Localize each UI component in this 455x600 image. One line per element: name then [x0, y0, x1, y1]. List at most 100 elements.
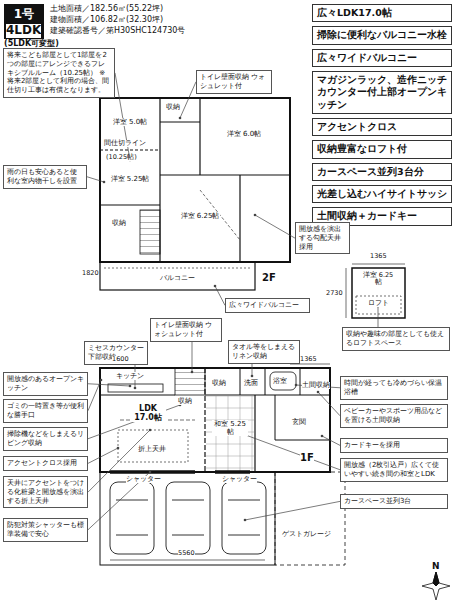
plan-label: 収納	[212, 380, 226, 387]
car-rear-window	[116, 535, 148, 536]
plan-label: 土間収納	[302, 382, 330, 389]
leader-line	[255, 215, 295, 238]
node-text: 開放感（2枚引込戸）広くて使いやすい続き間の和室とLDK	[344, 461, 444, 479]
plan-label: LDK 17.0帖	[130, 404, 166, 422]
car-windshield	[172, 500, 204, 501]
leader-line	[88, 405, 180, 439]
plan-label: バルコニー	[160, 274, 195, 282]
leader-line	[215, 286, 225, 305]
leader-line	[88, 448, 118, 463]
plan-label: 1365	[370, 253, 387, 260]
leader-line	[318, 392, 340, 416]
plan-label: 洋室 5.25帖	[110, 175, 150, 183]
header-text: 土地面積／182.56㎡(55.22坪)	[50, 4, 163, 13]
leader-dot	[214, 285, 217, 288]
plan-label: 和室 5.25帖	[212, 420, 248, 436]
callout-box: 防犯対策シャッターも標準装備で安心	[3, 518, 88, 542]
node-text: 掃除に便利なバルコニー水栓	[317, 29, 447, 41]
leader-line	[88, 384, 130, 386]
node-text: カースペース並列3台	[344, 497, 444, 506]
car-outlines	[110, 482, 266, 554]
callout-box: カースペース並列3台	[340, 494, 448, 509]
feature-box: 広々ワイドバルコニー	[312, 49, 452, 67]
node-text: 収納や趣味の部屋としても使えるロフトスペース	[346, 330, 446, 348]
leader-dot	[191, 371, 194, 374]
plan-label: 洋室 6.25帖	[360, 272, 396, 287]
callout-box: 将来こども部屋として1部屋を2つの部屋にアレンジできるフレキシブルルーム（10.…	[3, 48, 115, 98]
node-text: アクセントクロス	[317, 121, 447, 133]
leader-dot	[117, 447, 120, 450]
plan-label: キッチン	[116, 372, 144, 380]
callout-box: トイレ壁面収納 ウォシュレット付	[150, 318, 222, 342]
leader-line	[245, 501, 340, 520]
north-mark	[422, 572, 450, 600]
callout-box: トイレ壁面収納 ウォシュレット付	[196, 70, 272, 94]
plan-label: ゲストガレージ	[282, 530, 331, 538]
node-text: 光差し込むハイサイトサッシ	[317, 188, 447, 200]
plan-label: 洋室 5.0帖	[112, 118, 148, 126]
leader-dot	[129, 385, 132, 388]
node-text: 開放感を演出する勾配天井採用	[299, 225, 346, 251]
node-text: アクセントクロス採用	[7, 459, 84, 468]
node-text: 収納豊富なロフト付	[317, 143, 447, 155]
leader-dot	[179, 117, 182, 120]
feature-box: 広々LDK17.0帖	[312, 4, 452, 22]
plan-label: 洗面	[244, 380, 258, 387]
callout-box: 時間が経っても冷めづらい保温浴槽	[340, 376, 448, 400]
leader-line	[378, 306, 379, 327]
node-text: 時間が経っても冷めづらい保温浴槽	[344, 379, 444, 397]
node-text: 防犯対策シャッターも標準装備で安心	[7, 521, 84, 539]
car-windshield	[228, 500, 260, 501]
leader-dot	[321, 435, 324, 438]
callout-box: 掃除機などをしまえるリビング収納	[3, 427, 88, 451]
plan-label: 洋室 6.25帖	[180, 212, 220, 220]
node-text: カースペース並列3台分	[317, 166, 447, 178]
leader-line	[232, 430, 340, 470]
feature-box: 収納豊富なロフト付	[312, 140, 452, 158]
callout-box: タオル等をしまえるリネン収納	[228, 340, 300, 364]
plan-label: 2730	[326, 290, 343, 297]
plan-label: 間仕切ライン	[104, 140, 146, 147]
callout-box: 収納や趣味の部屋としても使えるロフトスペース	[342, 327, 450, 351]
header-text: 建物面積／106.82㎡(32.30坪)	[50, 15, 163, 24]
plan-label: 収納	[178, 398, 192, 405]
callout-box: 開放感を演出する勾配天井採用	[295, 222, 350, 254]
leader-dot	[317, 391, 320, 394]
plan-label: 収納	[112, 220, 126, 227]
node-text: トイレ壁面収納 ウォシュレット付	[154, 321, 218, 339]
car-rear-window	[228, 535, 260, 536]
leader-line	[180, 82, 196, 118]
callout-box: 広々ワイドバルコニー	[225, 298, 310, 313]
header-text: (5LDK可変型)	[4, 39, 59, 48]
node-text: ベビーカーやスポーツ用品などを置ける土間収納	[344, 407, 444, 425]
leader-line	[252, 364, 253, 377]
car-outline	[222, 482, 266, 554]
leader-line	[88, 380, 101, 411]
car-rear-window	[172, 535, 204, 536]
plan-label: 1F	[300, 452, 314, 464]
callout-box: 開放感（2枚引込戸）広くて使いやすい続き間の和室とLDK	[340, 458, 448, 482]
plan-label: 玄関	[292, 418, 306, 426]
plan-label: 収納	[166, 104, 180, 111]
leader-dot	[254, 214, 257, 217]
node-text: ゴミの一時置き等が便利な勝手口	[7, 402, 84, 420]
callout-box: アクセントクロス採用	[3, 456, 88, 471]
callout-box: 天井にアクセントをつける化粧梁と開放感を演出する折上天井	[3, 476, 88, 508]
leader-line	[87, 177, 104, 182]
feature-box: 光差し込むハイサイトサッシ	[312, 185, 452, 203]
car-outline	[110, 482, 154, 554]
plan-label: 洋室 6.0帖	[226, 130, 262, 138]
node-text: 広々ワイドバルコニー	[317, 52, 447, 64]
node-text: 広々LDK17.0帖	[317, 7, 447, 19]
node-text: 将来こども部屋として1部屋を2つの部屋にアレンジできるフレキシブルルーム（10.…	[7, 51, 111, 95]
feature-box: 掃除に便利なバルコニー水栓	[312, 26, 452, 44]
plan-label: 1600	[112, 356, 129, 363]
node-text: カードキーを採用	[344, 441, 444, 450]
leader-dot	[149, 471, 152, 474]
plan-label: シャッター	[222, 476, 257, 483]
plan-label: 折上天井	[138, 446, 166, 453]
callout-box: 開放感のあるオープンキッチン	[3, 372, 88, 396]
plan-label: 1365	[300, 356, 317, 363]
car-outline	[166, 482, 210, 554]
loft-plan	[346, 264, 405, 318]
